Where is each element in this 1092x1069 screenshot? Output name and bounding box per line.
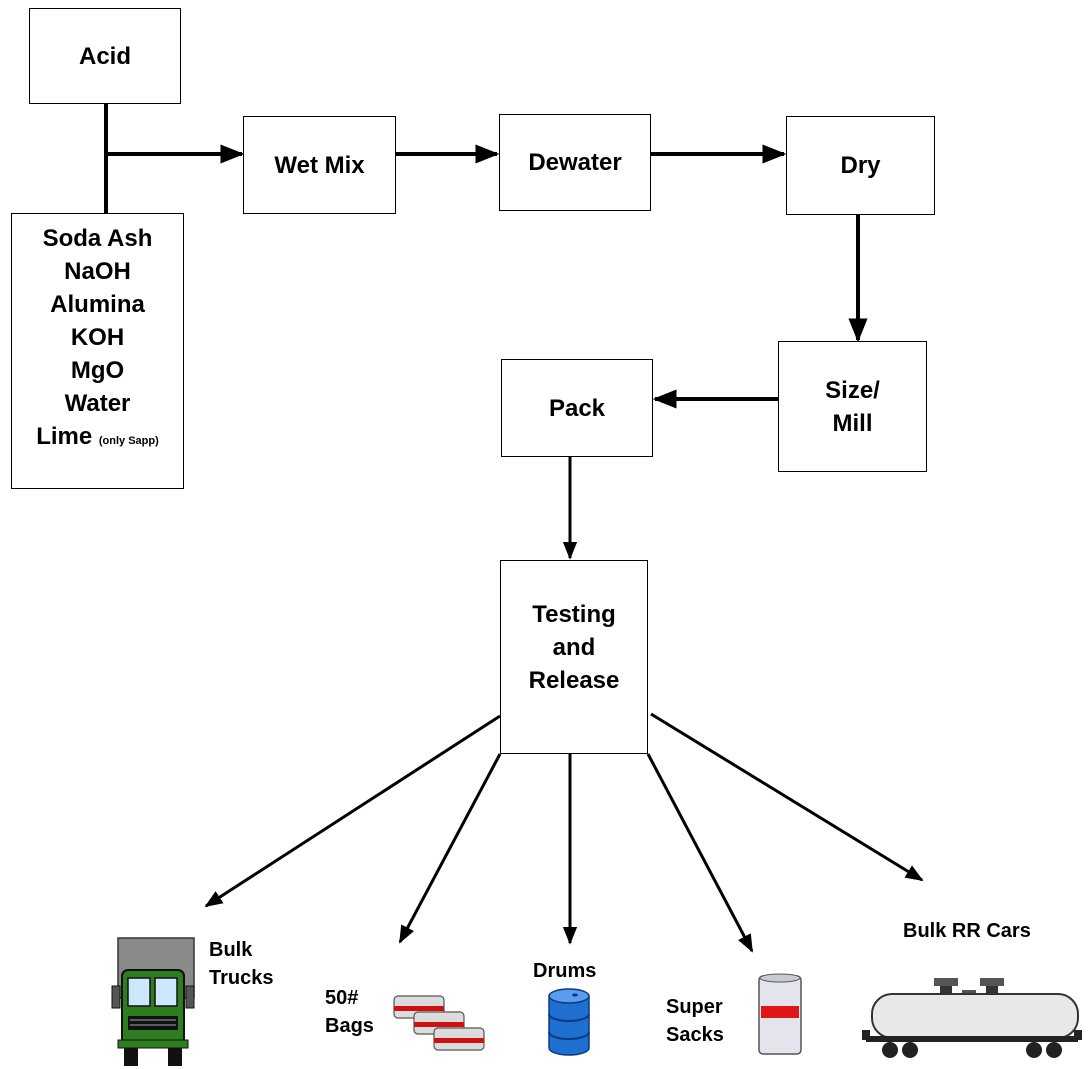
tank-car-icon [862,978,1082,1058]
lime-note: (only Sapp) [98,435,159,447]
raw-material-item: Water [64,390,131,417]
wet-mix-label: Wet Mix [274,151,365,179]
bags-line: 50# [325,987,359,1009]
size-mill-label-line: Mill [832,409,873,437]
testing-release-box: Testing and Release [500,560,648,754]
bags-line: Bags [325,1015,374,1037]
super-sacks-line: Sacks [666,1024,724,1046]
raw-material-item: Soda Ash [42,225,153,252]
bulk-rr-cars-label: Bulk RR Cars [903,920,1031,942]
testing-to-bags-arrow [398,753,502,944]
dewater-box: Dewater [499,114,651,211]
bulk-trucks-line: Bulk [209,939,253,961]
testing-label-line: and [552,633,596,661]
raw-materials-box: Soda Ash NaOH Alumina KOH MgO Water Lime… [11,213,184,489]
testing-label-line: Release [528,666,620,694]
testing-to-trucks-arrow [204,714,501,908]
drum-icon [548,988,590,1056]
raw-material-item: Alumina [50,291,145,318]
super-sack-icon [758,973,802,1055]
size-mill-box: Size/ Mill [778,341,927,472]
dry-box: Dry [786,116,935,215]
acid-box: Acid [29,8,181,104]
testing-to-sacks-arrow [646,753,754,953]
raw-material-item: MgO [70,357,125,384]
size-mill-label-line: Size/ [825,376,880,404]
lime-label: Lime [36,423,93,450]
bulk-trucks-line: Trucks [209,967,274,989]
dewater-label: Dewater [528,149,622,176]
super-sacks-line: Super [666,996,723,1018]
super-sacks-label: Super Sacks [666,993,724,1049]
acid-label: Acid [78,42,131,70]
truck-icon [111,937,195,1066]
testing-label-line: Testing [532,600,616,628]
bags-label: 50# Bags [325,984,374,1040]
wet-mix-box: Wet Mix [243,116,396,214]
testing-to-rr-cars-arrow [650,712,924,882]
bags-icon [393,995,485,1051]
raw-material-lime: Lime (only Sapp) [36,420,159,458]
pack-label: Pack [548,394,606,422]
pack-box: Pack [501,359,653,457]
dry-label: Dry [840,152,881,179]
raw-material-item: NaOH [64,258,131,285]
drums-label: Drums [533,960,597,982]
bulk-trucks-label: Bulk Trucks [209,936,273,992]
raw-material-item: KOH [70,324,125,351]
